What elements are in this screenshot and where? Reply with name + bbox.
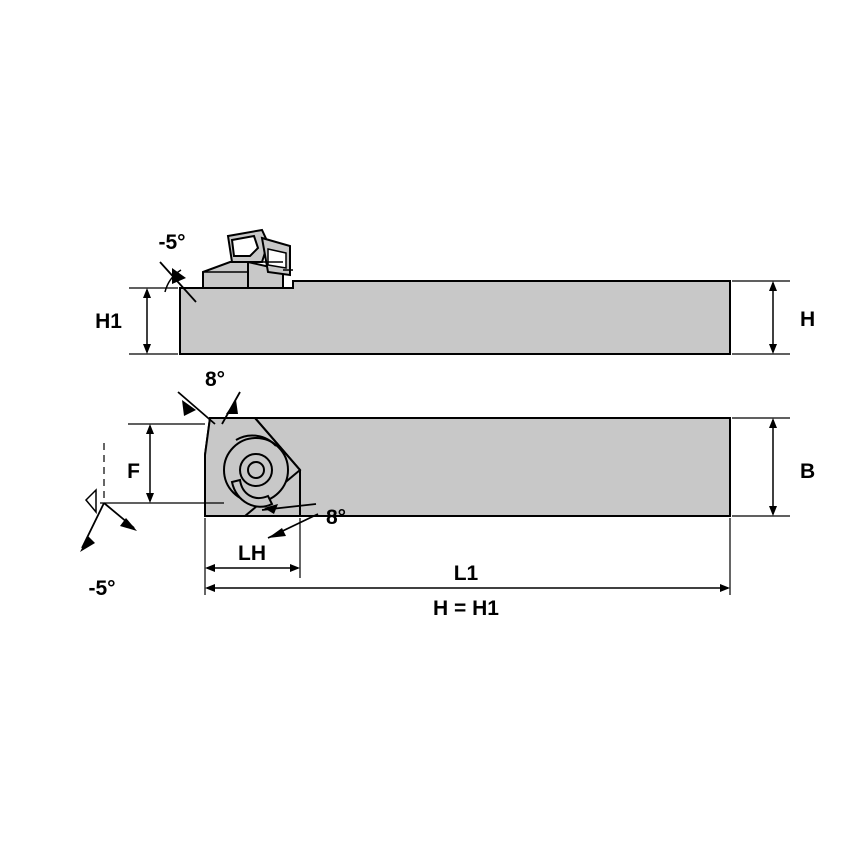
angle8-lower-arrow-a	[264, 504, 278, 514]
top-view-group: 8° 8° F -5°	[80, 368, 815, 620]
h-arrow-top	[769, 281, 777, 291]
side-view-shank	[179, 280, 731, 355]
label-angle-neg5-top: -5°	[158, 231, 185, 254]
side-view-angle-leader	[159, 261, 197, 303]
angle8-upper-leader-left	[177, 391, 216, 425]
label-angle-neg5-bottom: -5°	[88, 577, 115, 600]
side-view-screw-slot	[267, 248, 287, 269]
label-b: B	[800, 460, 815, 483]
side-view-group: -5° H1 H	[95, 228, 815, 355]
label-angle8-lower: 8°	[326, 506, 346, 529]
label-f: F	[127, 460, 140, 483]
f-arrow-bottom	[146, 493, 154, 503]
angle8-lower-arrow-b	[268, 528, 286, 538]
label-lh: LH	[238, 542, 266, 565]
label-angle8-upper: 8°	[205, 368, 225, 391]
angle-neg5-wedge	[84, 488, 97, 515]
angle8-upper-arrow-left	[182, 400, 196, 416]
b-arrow-bottom	[769, 506, 777, 516]
l1-arrow-left	[205, 584, 215, 592]
b-arrow-top	[769, 418, 777, 428]
angle8-upper-arrow-right	[226, 400, 238, 414]
side-view-angle-arc	[164, 269, 182, 293]
top-view-clamp-finger	[230, 478, 274, 508]
angle-neg5-arrow-a	[80, 536, 95, 552]
h1-arrow-bottom	[143, 344, 151, 354]
h-arrow-bottom	[769, 344, 777, 354]
l1-arrow-right	[720, 584, 730, 592]
side-view-clamp-hole	[230, 234, 260, 257]
side-view-clamp-block	[202, 261, 249, 289]
side-view-angle-arrow	[172, 268, 186, 284]
lh-arrow-right	[290, 564, 300, 572]
f-arrow-top	[146, 424, 154, 434]
angle-neg5-leader-a	[81, 502, 105, 549]
angle-neg5-arrow-b	[120, 518, 137, 531]
top-view-screw-hole	[247, 461, 265, 479]
top-view-insert-arc	[235, 434, 277, 447]
top-view-head-chamfer	[254, 417, 301, 471]
lh-arrow-left	[205, 564, 215, 572]
label-h1: H1	[95, 310, 122, 333]
h1-arrow-top	[143, 288, 151, 298]
label-l1: L1	[454, 562, 479, 585]
label-h: H	[800, 308, 815, 331]
label-h-equals-h1: H = H1	[433, 597, 499, 620]
